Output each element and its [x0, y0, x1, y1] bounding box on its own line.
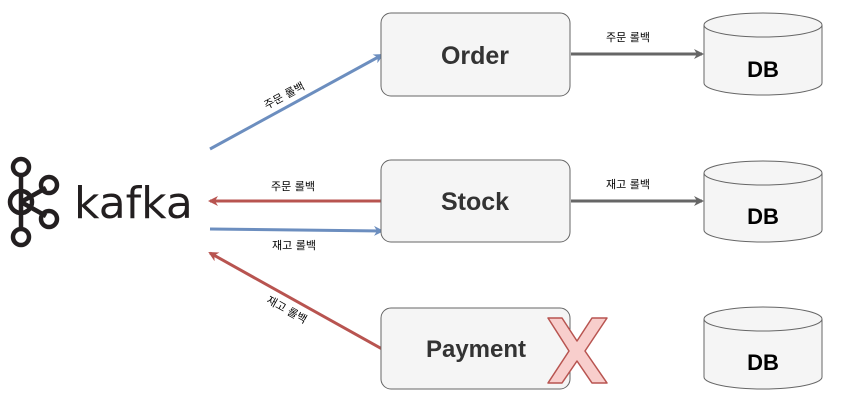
- edge-order-to-db: 주문 롤백: [571, 31, 704, 59]
- kafka-logo: kafka: [7, 156, 193, 248]
- database-payment-label: DB: [747, 350, 779, 375]
- service-order-label: Order: [441, 42, 509, 70]
- service-payment-label: Payment: [426, 336, 526, 363]
- service-payment[interactable]: Payment: [380, 307, 571, 390]
- database-order-label: DB: [747, 57, 779, 82]
- edge-label-payment-to-kafka: 재고 롤백: [264, 294, 309, 327]
- edge-payment-to-kafka: 재고 롤백: [208, 251, 383, 351]
- database-stock[interactable]: DB: [703, 160, 823, 243]
- edge-label-kafka-to-stock: 재고 롤백: [272, 239, 316, 252]
- database-order[interactable]: DB: [703, 12, 823, 96]
- database-payment[interactable]: DB: [703, 306, 823, 390]
- edge-stock-to-db: 재고 롤백: [571, 178, 704, 206]
- kafka-logo-icon: [7, 156, 60, 248]
- edge-label-stock-to-kafka: 주문 롤백: [271, 180, 315, 193]
- edge-label-stock-to-db: 재고 롤백: [606, 178, 650, 191]
- edge-kafka-to-order: 주문 롤백: [209, 53, 384, 151]
- database-stock-label: DB: [747, 204, 779, 229]
- edge-label-order-to-db: 주문 롤백: [606, 31, 650, 44]
- service-stock[interactable]: Stock: [380, 159, 571, 243]
- service-stock-label: Stock: [441, 188, 509, 216]
- edge-kafka-to-stock: 재고 롤백: [209, 225, 384, 252]
- service-order[interactable]: Order: [380, 12, 571, 97]
- x-mark-icon: [547, 317, 608, 384]
- edge-stock-to-kafka: 주문 롤백: [208, 180, 382, 206]
- kafka-wordmark: kafka: [74, 178, 193, 229]
